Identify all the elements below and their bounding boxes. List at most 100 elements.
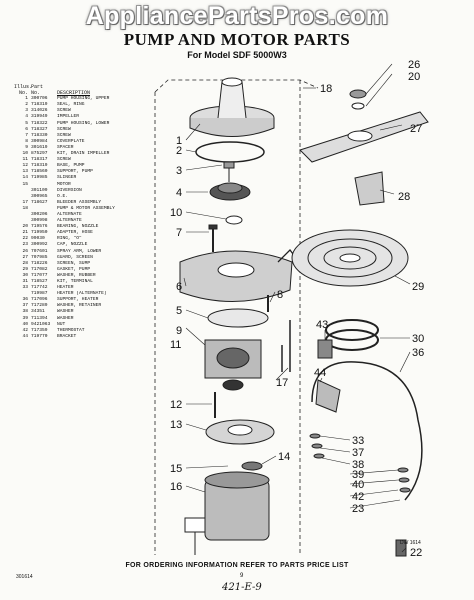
row-description: PUMP HOUSING, UPPER (57, 96, 110, 102)
row-description: CAP, NOZZLE (57, 242, 88, 248)
row-part-no: 300998 (31, 218, 48, 224)
callout-36: 36 (412, 347, 424, 359)
screw-7 (208, 224, 218, 252)
callout-7: 7 (176, 227, 182, 239)
row-illus-no: 6 (25, 126, 28, 132)
row-illus-no: 17 (22, 199, 28, 205)
table-head-top: Illus. Part (14, 84, 164, 90)
row-part-no: 314026 (31, 108, 48, 114)
row-part-no: 718527 (31, 279, 48, 284)
row-illus-no: 5 (25, 120, 28, 126)
row-part-no: 718327 (31, 126, 48, 132)
callout-43: 43 (316, 319, 328, 331)
callout-14: 14 (278, 451, 290, 463)
upper-pump-housing (189, 77, 275, 137)
callout-17: 17 (276, 377, 288, 389)
row-part-no: 301109 (31, 187, 48, 193)
drawing-code: DW 1614 (400, 540, 421, 546)
row-description: KIT, DRAIN IMPELLER (57, 151, 110, 157)
callout-26: 26 (408, 59, 420, 71)
row-description: SLINGER (57, 175, 77, 181)
row-part-no: 300992 (31, 242, 48, 248)
site-watermark: AppliancePartsPros.com (85, 2, 389, 30)
bleeder-assembly (281, 320, 291, 372)
row-illus-no: 33 (22, 285, 28, 291)
row-description: ALTERNATE (57, 211, 82, 217)
row-description: COVERPLATE (57, 138, 85, 144)
row-illus-no: 29 (22, 266, 28, 272)
row-part-no: 711394 (31, 315, 48, 321)
row-description: PUMP & MOTOR ASSEMBLY (57, 205, 115, 211)
callout-1: 1 (176, 135, 182, 147)
assembly-bracket (154, 79, 319, 555)
callout-30: 30 (412, 333, 424, 345)
row-illus-no: 36 (22, 297, 28, 303)
callout-3: 3 (176, 165, 182, 177)
row-illus-no: 9 (25, 144, 28, 150)
row-description: MOTOR (57, 181, 71, 187)
row-part-no: 718322 (31, 120, 48, 126)
callout-38: 38 (352, 459, 364, 471)
row-description: SCREW (57, 108, 71, 114)
drain-impeller-kit (225, 215, 243, 225)
row-illus-no: 22 (22, 236, 28, 242)
head-part: Part (31, 84, 44, 90)
callout-15: 15 (170, 463, 182, 475)
callout-8: 8 (277, 289, 283, 301)
page-title: PUMP AND MOTOR PARTS (123, 30, 351, 49)
document-code: 301614 (16, 574, 33, 580)
callout-10: 10 (170, 207, 182, 219)
callout-2: 2 (176, 145, 182, 157)
row-illus-no: 3 (25, 108, 28, 114)
row-part-no: 718330 (31, 132, 48, 138)
row-illus-no: 26 (22, 248, 28, 254)
row-illus-no: 14 (22, 175, 28, 181)
washer-stack (309, 433, 411, 493)
row-description: BASE, PUMP (57, 163, 85, 169)
row-part-no: 719950 (31, 230, 48, 236)
row-part-no: 301619 (31, 144, 48, 150)
row-part-no: 719770 (31, 333, 48, 339)
ordering-footer: FOR ORDERING INFORMATION REFER TO PARTS … (125, 562, 349, 569)
row-description: SCREW (57, 157, 71, 163)
row-illus-no: 8 (25, 138, 28, 144)
row-part-no: 34351 (31, 309, 45, 315)
row-description: WASHER, RUBBER (57, 272, 96, 278)
row-part-no: 300206 (31, 211, 48, 217)
row-illus-no: 20 (22, 224, 28, 230)
row-description: HEATER (57, 285, 74, 291)
row-part-no: 717096 (31, 297, 48, 303)
row-description: SCREW (57, 132, 71, 138)
row-part-no: 717077 (31, 272, 48, 278)
pump-support (205, 419, 275, 445)
callout-12: 12 (170, 399, 182, 411)
handwritten-note: 421-E-9 (222, 582, 262, 593)
leader-lines (183, 63, 411, 553)
callout-40: 40 (352, 479, 364, 491)
row-part-no: 717359 (31, 327, 48, 333)
row-illus-no: 39 (22, 315, 28, 321)
